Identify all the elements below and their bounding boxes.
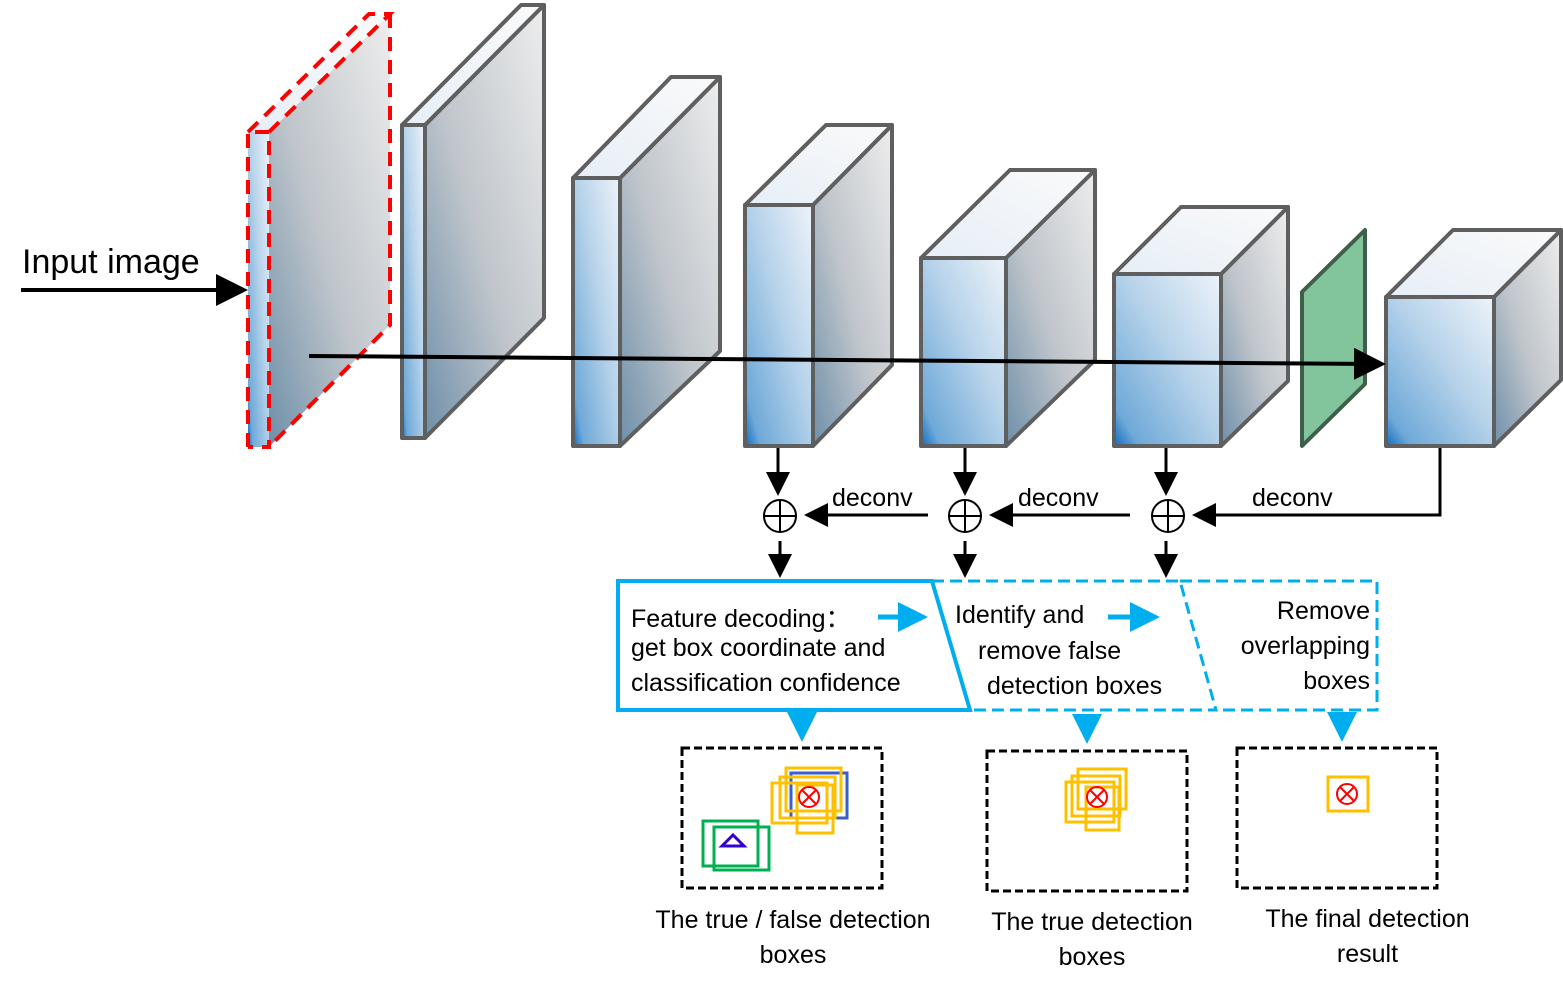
stage-3-line-1: Remove [1276, 597, 1370, 625]
stage-2-line-2: remove false [978, 637, 1122, 665]
stage-1-line-3: classification confidence [631, 669, 901, 697]
result-panel-2 [985, 749, 1189, 893]
stage-box-1 [616, 579, 973, 712]
sum-node-1 [763, 499, 797, 533]
result-caption-3: The final detection result [1245, 902, 1490, 972]
conv-layer-1 [400, 3, 546, 440]
sum-to-stage-arrows [768, 541, 1178, 578]
result-caption-3-line-2: result [1336, 940, 1399, 968]
deconv-label-2: deconv [1018, 484, 1099, 512]
result-caption-1-line-2: boxes [759, 941, 827, 969]
result-panel-1 [680, 746, 884, 890]
stage-3-line-3: boxes [1303, 667, 1370, 695]
target-icon [1086, 786, 1108, 808]
deconv-label-3: deconv [1252, 484, 1333, 512]
stage-2-line-1: Identify and [955, 601, 1085, 629]
stage-1-line-1: Feature decoding： [631, 605, 851, 633]
conv-layer-2 [571, 75, 722, 448]
result-panel-3 [1235, 746, 1439, 890]
sum-node-2 [948, 499, 982, 533]
true-detection-boxes [1064, 767, 1128, 832]
true-detection-boxes [770, 766, 843, 835]
conv-layer-4 [919, 168, 1097, 448]
conv-layer-5 [1112, 205, 1290, 448]
sum-node-3 [1151, 499, 1185, 533]
input-image-layer [246, 12, 395, 449]
stage-2-line-3: detection boxes [987, 672, 1163, 700]
stage-box-2 [932, 579, 1218, 712]
stage-box-3 [1180, 579, 1379, 712]
false-detection-boxes [701, 819, 771, 872]
result-caption-2-line-2: boxes [1058, 943, 1126, 971]
target-icon [1336, 783, 1358, 805]
triangle-icon [718, 832, 748, 848]
stage-1-line-2: get box coordinate and [631, 634, 886, 662]
final-detection-box [1326, 775, 1370, 813]
output-layer [1384, 228, 1563, 448]
result-caption-1: The true / false detection boxes [633, 903, 953, 973]
result-caption-1-line-1: The true / false detection [655, 906, 931, 934]
skip-connection-arrow [308, 347, 1386, 380]
result-caption-2: The true detection boxes [972, 905, 1212, 975]
layer-to-sum-arrows [766, 448, 1178, 496]
deconv-arrows [804, 448, 1442, 527]
green-layer [1300, 228, 1367, 448]
result-caption-2-line-1: The true detection [991, 908, 1193, 936]
conv-layer-3 [743, 123, 894, 448]
target-icon [798, 786, 820, 808]
result-caption-3-line-1: The final detection [1265, 905, 1470, 933]
deconv-label-1: deconv [832, 484, 913, 512]
stage-3-line-2: overlapping [1240, 632, 1370, 660]
input-image-label: Input image [22, 243, 200, 281]
